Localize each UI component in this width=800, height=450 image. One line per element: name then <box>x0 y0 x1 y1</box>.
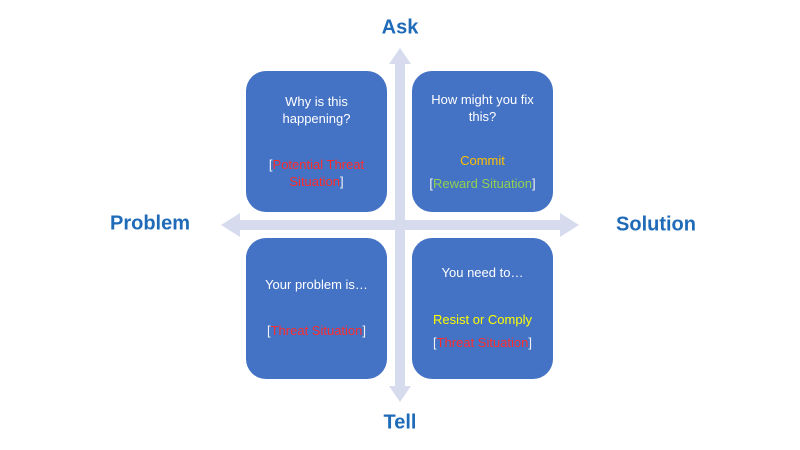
quadrant-tell-problem: Your problem is… [Threat Situation] <box>246 238 387 379</box>
situation-text: Threat Situation <box>436 335 529 350</box>
axis-label-ask: Ask <box>381 16 419 39</box>
quadrant-question: You need to… <box>441 265 524 280</box>
quadrant-situation: [Threat Situation] <box>432 335 533 350</box>
axis-label-solution: Solution <box>616 213 696 236</box>
quadrant-question: Your problem is… <box>265 277 368 292</box>
quadrant-situation: [Reward Situation] <box>429 176 536 191</box>
horizontal-axis-arrow <box>221 213 579 237</box>
quadrant-question: Why is this happening? <box>282 94 351 126</box>
quadrant-situation: [Potential Threat Situation] <box>268 157 365 189</box>
situation-text: Potential Threat Situation <box>272 157 365 189</box>
quadrant-ask-problem: Why is this happening? [Potential Threat… <box>246 71 387 212</box>
quadrant-question: How might you fix this? <box>431 92 534 124</box>
axis-label-problem: Problem <box>109 212 191 235</box>
quadrant-action: Commit <box>460 153 505 168</box>
quadrant-ask-solution: How might you fix this? Commit [Reward S… <box>412 71 553 212</box>
quadrant-action: Resist or Comply <box>433 312 532 327</box>
axis-label-tell: Tell <box>383 411 417 434</box>
quadrant-tell-solution: You need to… Resist or Comply [Threat Si… <box>412 238 553 379</box>
quadrant-situation: [Threat Situation] <box>266 323 367 338</box>
situation-text: Reward Situation <box>433 176 532 191</box>
situation-text: Threat Situation <box>270 323 363 338</box>
